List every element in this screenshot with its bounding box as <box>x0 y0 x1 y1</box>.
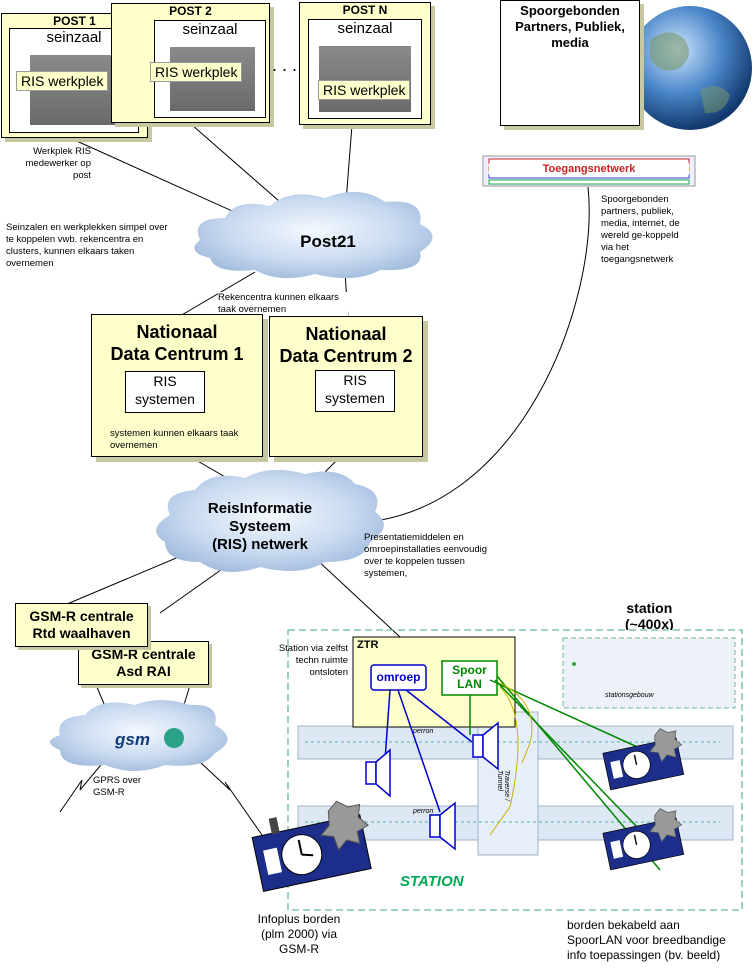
ris-systemen-line2: systemen <box>325 390 385 406</box>
ris-network-line1: ReisInformatie <box>207 500 313 517</box>
omroep-label: omroep <box>376 670 421 684</box>
post-1-box: POST 1 seinzaal RIS werkplek <box>1 13 148 138</box>
ellipsis: . . . <box>272 55 298 75</box>
gsm-logo: gsm <box>115 730 150 749</box>
perron-top-label: perron <box>413 728 434 735</box>
ndc-title-line1: Nationaal <box>305 324 387 344</box>
station-area <box>287 629 743 911</box>
speaker-icon <box>365 721 499 851</box>
ztr-label: ZTR <box>357 639 379 651</box>
post-title: POST 1 <box>53 14 96 28</box>
ndc-title: Nationaal Data Centrum 1 <box>92 321 262 365</box>
note-seinzalen: Seinzalen en werkplekken simpel over te … <box>6 222 168 269</box>
seinzaal-label: seinzaal <box>46 29 102 46</box>
ris-systemen-line1: RIS <box>343 372 367 388</box>
spoorlan-label: Spoor LAN <box>442 663 497 691</box>
ndc-title-line1: Nationaal <box>136 322 218 342</box>
spoorlan-box <box>441 660 498 696</box>
post-title: POST N <box>342 3 388 17</box>
seinzaal-box: seinzaal <box>308 19 422 119</box>
ris-network-line2: Systeem <box>229 518 291 535</box>
gsmr-line1: GSM-R centrale <box>29 608 134 624</box>
ndc-2-box: Nationaal Data Centrum 2 RIS systemen <box>269 316 423 457</box>
ris-network-line3: (RIS) netwerk <box>212 536 308 553</box>
station-label: STATION <box>400 873 464 890</box>
ris-systemen-line1: RIS <box>153 373 177 389</box>
gsmr-rtd-box: GSM-R centrale Rtd waalhaven <box>15 603 148 647</box>
gsmr-line2: Asd RAI <box>116 663 171 679</box>
ris-network-cloud <box>156 469 384 572</box>
control-room-photo <box>319 46 411 112</box>
stationsgebouw-box <box>562 637 736 709</box>
ndc-1-box: Nationaal Data Centrum 1 RIS systemen <box>91 314 263 457</box>
ndc-title-line2: Data Centrum 1 <box>110 344 244 364</box>
omroep-links <box>384 689 473 813</box>
note-gprs: GPRS over GSM-R <box>93 775 142 798</box>
ndc-title: Nationaal Data Centrum 2 <box>270 323 422 367</box>
toegangsnetwerk-label: Toegangsnetwerk <box>489 163 689 175</box>
note-borden: borden bekabeld aan SpoorLAN voor breedb… <box>567 918 726 962</box>
spoorlan-line2: LAN <box>457 677 482 691</box>
note-partners: Spoorgebonden partners, publiek, media, … <box>601 194 680 265</box>
partners-label: Spoorgebonden Partners, Publiek, media <box>515 3 625 50</box>
gsmr-asd-box: GSM-R centrale Asd RAI <box>78 641 209 685</box>
partners-box: Spoorgebonden Partners, Publiek, media <box>500 0 640 126</box>
post21-cloud <box>194 191 433 279</box>
station-title-line2: (~400x) <box>625 616 674 630</box>
ris-network-label: ReisInformatie Systeem (RIS) netwerk <box>185 500 335 554</box>
note-rekencentra: Rekencentra kunnen elkaars taak overneme… <box>218 292 348 316</box>
post-n-box: POST N seinzaal RIS werkplek <box>299 2 431 125</box>
gsm-logo-icon <box>164 728 184 748</box>
note-station-zelfst: Station via zelfst techn ruimte ontslote… <box>278 643 348 678</box>
gsmr-line1: GSM-R centrale <box>91 646 196 662</box>
stationsgebouw-label: stationsgebouw <box>605 692 654 699</box>
seinzaal-label: seinzaal <box>337 20 393 37</box>
gprs-links <box>59 759 263 836</box>
post-title: POST 2 <box>169 4 212 18</box>
note-presentatie: Presentatiemiddelen en omroepinstallatie… <box>364 532 488 579</box>
post-2-box: POST 2 seinzaal RIS werkplek <box>111 3 270 123</box>
post21-label: Post21 <box>300 232 356 251</box>
ris-systemen-box: RIS systemen <box>125 371 205 413</box>
ris-werkplek-label: RIS werkplek <box>318 80 411 100</box>
gsm-cloud <box>50 700 228 771</box>
note-systemen: systemen kunnen elkaars taak overnemen <box>110 428 239 451</box>
ris-werkplek-label: RIS werkplek <box>16 71 109 91</box>
ris-werkplek-label: RIS werkplek <box>150 62 243 82</box>
note-infoplus: Infoplus borden (plm 2000) via GSM-R <box>257 912 341 956</box>
station-title: station (~400x) <box>625 600 674 630</box>
note-werkplek-ris: Werkplek RIS medewerker op post <box>25 146 91 181</box>
ndc-title-line2: Data Centrum 2 <box>279 346 413 366</box>
gsmr-line2: Rtd waalhaven <box>32 625 131 641</box>
perron-bottom-label: perron <box>413 808 434 815</box>
seinzaal-label: seinzaal <box>182 21 238 38</box>
infoplus-board-icon <box>251 728 685 892</box>
globe-icon <box>628 6 752 130</box>
station-title-line1: station <box>626 600 673 616</box>
traverse-label: Traverse / Tunnel <box>496 770 510 801</box>
ris-systemen-line2: systemen <box>135 391 195 407</box>
spoorlan-line1: Spoor <box>452 663 487 677</box>
ris-systemen-box: RIS systemen <box>315 370 395 412</box>
